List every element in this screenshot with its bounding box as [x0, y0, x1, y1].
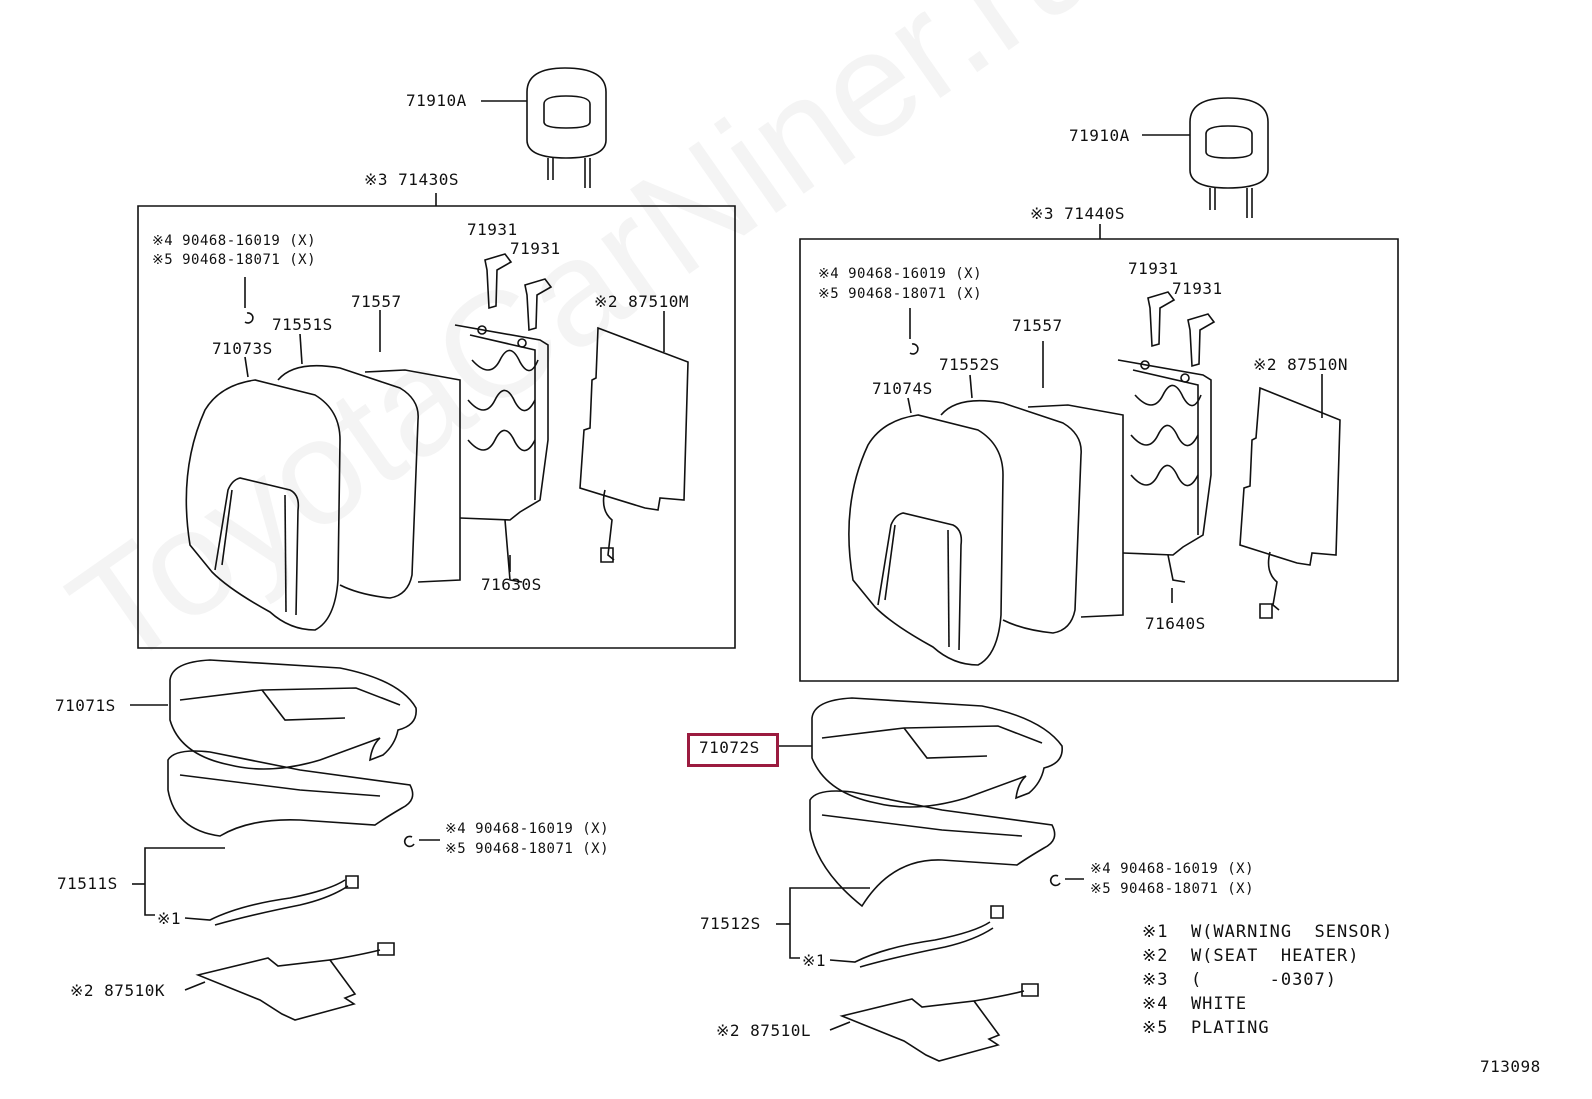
- label-headrest-right: 71910A: [1069, 126, 1130, 145]
- label-heater-cushion-left: ※2 87510K: [70, 981, 165, 1000]
- label-pad-back-right: 71552S: [939, 355, 1000, 374]
- legend-item-5: ※5 PLATING: [1142, 1018, 1270, 1038]
- label-clip-5-right: ※5 90468-18071 (X): [818, 286, 983, 302]
- label-cushion-cover-left: 71071S: [55, 696, 116, 715]
- label-pad-a-left: 71931: [467, 220, 518, 239]
- legend: ※1 W(WARNING SENSOR) ※2 W(SEAT HEATER) ※…: [1142, 920, 1393, 1040]
- label-back-assy-left: ※3 71430S: [364, 170, 459, 189]
- label-pad-back-left: 71551S: [272, 315, 333, 334]
- label-pad-a-right: 71931: [1128, 259, 1179, 278]
- label-cover-back-left: 71073S: [212, 339, 273, 358]
- label-back-assy-right: ※3 71440S: [1030, 204, 1125, 223]
- label-frame-left: 71630S: [481, 575, 542, 594]
- cushion-left-drawing: [130, 660, 440, 1020]
- label-cushion-clip-4-right: ※4 90468-16019 (X): [1090, 861, 1255, 877]
- label-clip-5-left: ※5 90468-18071 (X): [152, 252, 317, 268]
- label-cushion-pad-left: 71511S: [57, 874, 118, 893]
- label-cushion-clip-5-left: ※5 90468-18071 (X): [445, 841, 610, 857]
- label-sensor-left: ※1: [157, 909, 182, 928]
- label-clip-4-left: ※4 90468-16019 (X): [152, 233, 317, 249]
- label-cushion-cover-right[interactable]: 71072S: [699, 738, 760, 757]
- headrest-right-drawing: [1142, 98, 1268, 218]
- label-heater-back-left: ※2 87510M: [594, 292, 689, 311]
- heater-back-right-drawing: [1240, 388, 1340, 565]
- label-pad-b-right: 71931: [1172, 279, 1223, 298]
- label-pad-b-left: 71931: [510, 239, 561, 258]
- label-board-right: 71557: [1012, 316, 1063, 335]
- legend-item-3: ※3 ( -0307): [1142, 970, 1338, 990]
- seatback-right-drawing: [849, 360, 1211, 665]
- label-frame-right: 71640S: [1145, 614, 1206, 633]
- highlight-box[interactable]: [687, 733, 779, 767]
- label-board-left: 71557: [351, 292, 402, 311]
- seatback-left-drawing: [186, 325, 548, 630]
- label-clip-4-right: ※4 90468-16019 (X): [818, 266, 983, 282]
- legend-item-2: ※2 W(SEAT HEATER): [1142, 946, 1360, 966]
- back-assy-box-right: [800, 239, 1398, 681]
- label-headrest-left: 71910A: [406, 91, 467, 110]
- headrest-left-drawing: [481, 68, 606, 188]
- label-cushion-pad-right: 71512S: [700, 914, 761, 933]
- legend-item-4: ※4 WHITE: [1142, 994, 1248, 1014]
- label-heater-cushion-right: ※2 87510L: [716, 1021, 811, 1040]
- label-sensor-right: ※1: [802, 951, 827, 970]
- label-cover-back-right: 71074S: [872, 379, 933, 398]
- cushion-right-drawing: [776, 698, 1084, 1061]
- legend-item-1: ※1 W(WARNING SENSOR): [1142, 922, 1394, 942]
- label-cushion-clip-4-left: ※4 90468-16019 (X): [445, 821, 610, 837]
- heater-back-left-drawing: [580, 328, 688, 510]
- label-heater-back-right: ※2 87510N: [1253, 355, 1348, 374]
- drawing-number: 713098: [1480, 1057, 1541, 1076]
- label-cushion-clip-5-right: ※5 90468-18071 (X): [1090, 881, 1255, 897]
